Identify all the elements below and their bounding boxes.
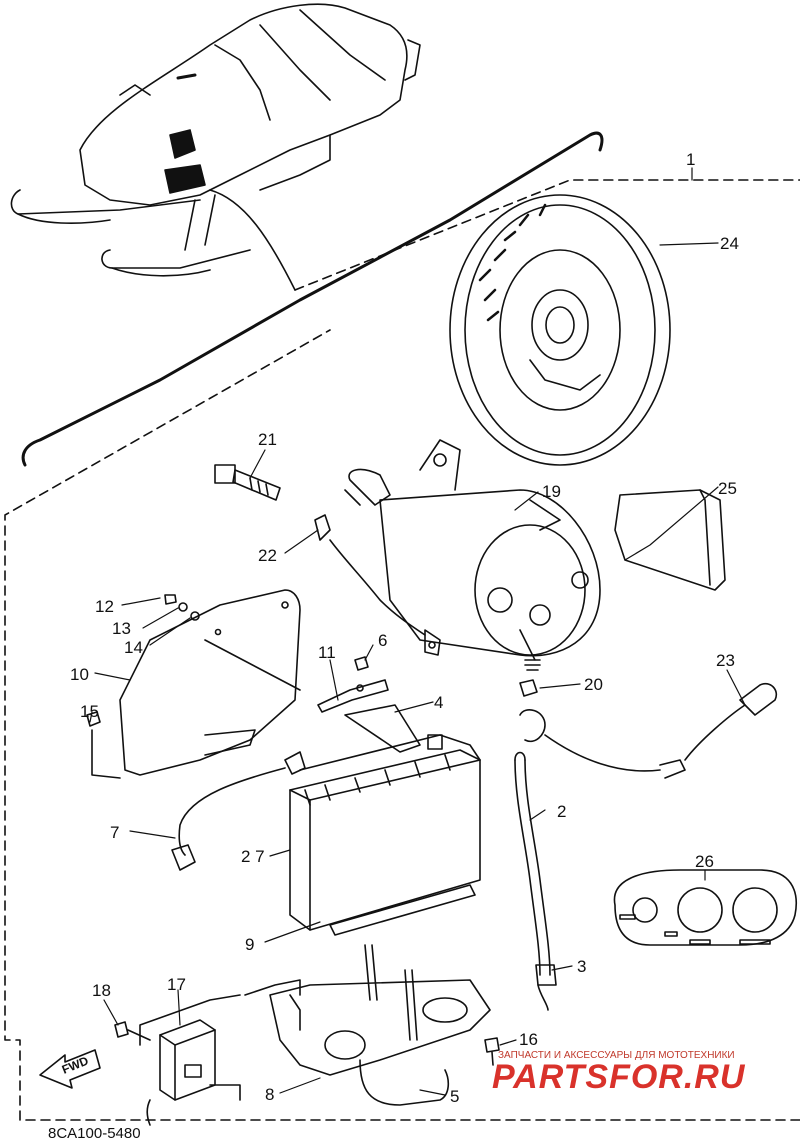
callout-24: 24 xyxy=(720,234,739,253)
callout-10: 10 xyxy=(70,665,89,684)
callout-2: 2 xyxy=(557,802,566,821)
callout-9: 9 xyxy=(245,935,254,954)
callout-11: 11 xyxy=(318,643,336,662)
callout-27: 2 7 xyxy=(241,847,265,866)
callout-26: 26 xyxy=(695,852,714,871)
callout-21: 21 xyxy=(258,430,277,449)
callout-13: 13 xyxy=(112,619,131,638)
terminal-nut xyxy=(519,679,538,697)
callout-19: 19 xyxy=(542,482,561,501)
callout-4: 4 xyxy=(434,693,443,712)
battery xyxy=(289,734,481,936)
watermark-tagline: ЗАПЧАСТИ И АКСЕССУАРЫ ДЛЯ МОТОТЕХНИКИ xyxy=(498,1050,735,1061)
mounting-bolt xyxy=(214,464,281,501)
callout-18: 18 xyxy=(92,981,111,1000)
flywheel-ring-gear xyxy=(449,194,671,466)
starter-cable xyxy=(314,514,441,656)
watermark-brand: PARTSFOR.RU xyxy=(492,1058,746,1096)
callout-12: 12 xyxy=(95,597,114,616)
battery-holder xyxy=(244,944,491,1106)
battery-cable xyxy=(519,682,778,779)
callout-15: 15 xyxy=(80,702,99,721)
callout-20: 20 xyxy=(584,675,603,694)
forward-direction-arrow xyxy=(39,1049,101,1089)
callout-leaders xyxy=(89,167,746,1096)
starter-cover xyxy=(614,489,726,591)
callout-7: 7 xyxy=(110,823,119,842)
part-code: 8CA100-5480 xyxy=(48,1125,141,1142)
callout-16: 16 xyxy=(519,1030,538,1049)
assembly-boundary xyxy=(4,179,800,1121)
callout-1: 1 xyxy=(686,150,695,169)
callout-8: 8 xyxy=(265,1085,274,1104)
callout-23: 23 xyxy=(716,651,735,670)
starter-relay xyxy=(114,994,241,1126)
holder-bolt xyxy=(484,1037,500,1066)
starter-motor xyxy=(344,439,601,671)
negative-cable xyxy=(171,751,306,871)
callout-5: 5 xyxy=(450,1087,459,1106)
snowmobile-illustration xyxy=(10,3,604,467)
callout-22: 22 xyxy=(258,546,277,565)
bracket-assembly xyxy=(317,656,421,753)
callout-6: 6 xyxy=(378,631,387,650)
battery-decal xyxy=(613,869,797,946)
mounting-plate xyxy=(86,589,301,779)
callout-25: 25 xyxy=(718,479,737,498)
callout-14: 14 xyxy=(124,638,143,657)
breather-hose xyxy=(514,751,557,1011)
callout-17: 17 xyxy=(167,975,186,994)
callout-3: 3 xyxy=(577,957,586,976)
